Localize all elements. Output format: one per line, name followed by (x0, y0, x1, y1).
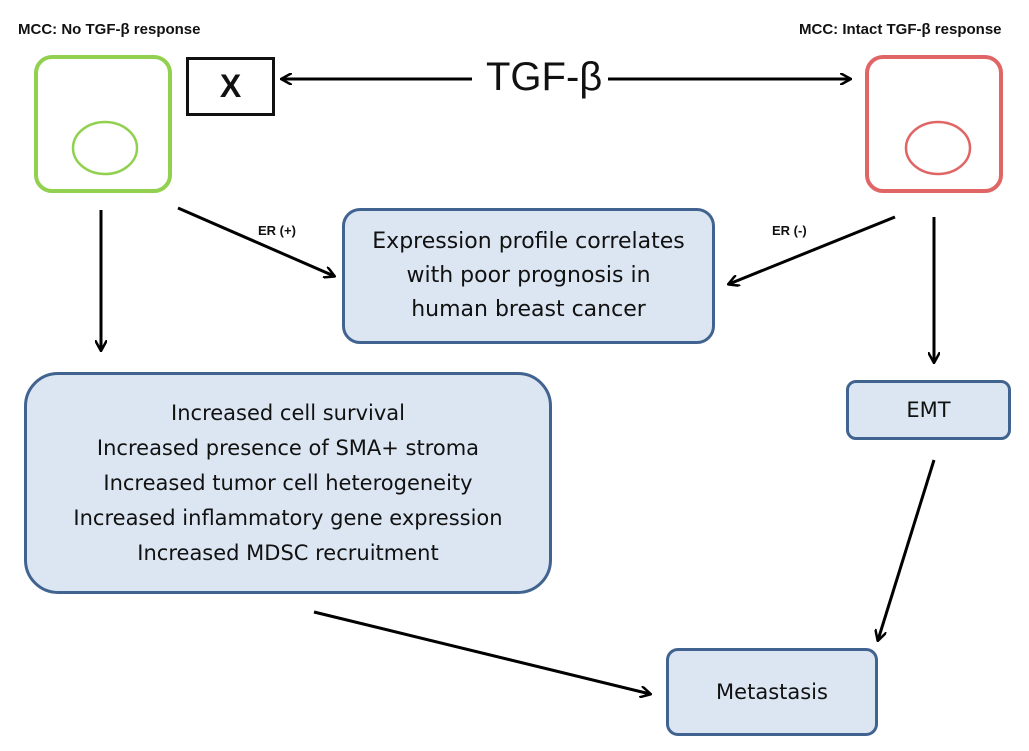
no-response-cell-nucleus (71, 120, 139, 176)
er-negative-label: ER (-) (772, 223, 807, 238)
effect-line: Increased inflammatory gene expression (73, 505, 503, 530)
expression-profile-box: Expression profile correlates with poor … (342, 208, 715, 344)
effects-box: Increased cell survival Increased presen… (24, 372, 552, 594)
expression-line: Expression profile correlates (372, 229, 685, 254)
right-cell-title: MCC: Intact TGF-β response (799, 21, 1002, 38)
effect-line: Increased cell survival (171, 400, 405, 425)
expression-line: with poor prognosis in (406, 263, 651, 288)
intact-response-cell-nucleus (904, 120, 972, 176)
arrow-emt-to-metastasis (878, 459, 936, 640)
effect-line: Increased presence of SMA+ stroma (96, 435, 480, 460)
metastasis-label: Metastasis (716, 680, 828, 704)
arrow-effects-to-metastasis (313, 610, 650, 694)
expression-line: human breast cancer (411, 297, 646, 322)
blocked-mark: X (219, 68, 242, 104)
left-cell-title: MCC: No TGF-β response (18, 21, 201, 38)
effect-line: Increased tumor cell heterogeneity (103, 470, 473, 495)
effect-line: Increased MDSC recruitment (137, 540, 439, 565)
metastasis-box: Metastasis (666, 648, 878, 736)
blocked-response-box: X (186, 57, 275, 116)
er-positive-label: ER (+) (258, 223, 296, 238)
tgf-beta-label: TGF-β (486, 55, 603, 99)
emt-label: EMT (906, 398, 951, 422)
emt-box: EMT (846, 380, 1011, 440)
arrow-er-neg (729, 215, 896, 284)
arrow-er-pos (177, 206, 334, 276)
